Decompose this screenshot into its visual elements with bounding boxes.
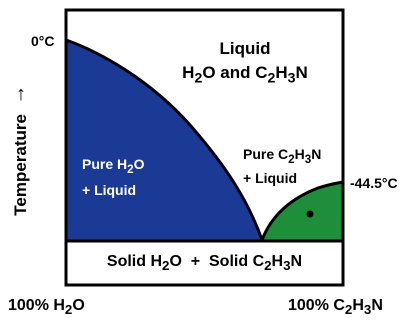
h2o-liquid-line1: Pure H2O [82,156,145,176]
h2o-liquid-line2: + Liquid [82,181,137,198]
liquid-label-line1: Liquid [219,39,271,58]
h2o-liquid-label: Pure H2O + Liquid [82,154,145,200]
y-axis-label: Temperature [11,114,30,216]
liquid-label-line2: H2O and C2H3N [182,63,308,87]
x-right-label: 100% C2H3N [288,297,383,318]
solid-region-label: Solid H2O + Solid C2H3N [106,253,303,274]
c2h3n-liquid-line1: Pure C2H3N [243,146,322,166]
c2h3n-liquid-label: Pure C2H3N + Liquid [243,145,321,188]
pointer-dot [306,210,314,218]
liquid-region-label: Liquid H2O and C2H3N [145,37,345,90]
c2h3n-liquid-line2: + Liquid [243,169,298,186]
c2h3n-liquidus-curve [260,180,344,241]
diagram-frame [64,8,345,287]
x-left-label: 100% H2O [8,297,85,318]
c2h3n-liquid-region [262,182,343,240]
h2o-liquid-region [66,40,262,240]
y-axis-arrow-icon: ↑ [16,83,26,105]
temp-left-label: 0°C [31,33,55,49]
temp-right-label: -44.5°C [350,175,398,191]
h2o-liquidus-curve [65,38,264,241]
y-axis: ↑ Temperature [7,70,35,240]
